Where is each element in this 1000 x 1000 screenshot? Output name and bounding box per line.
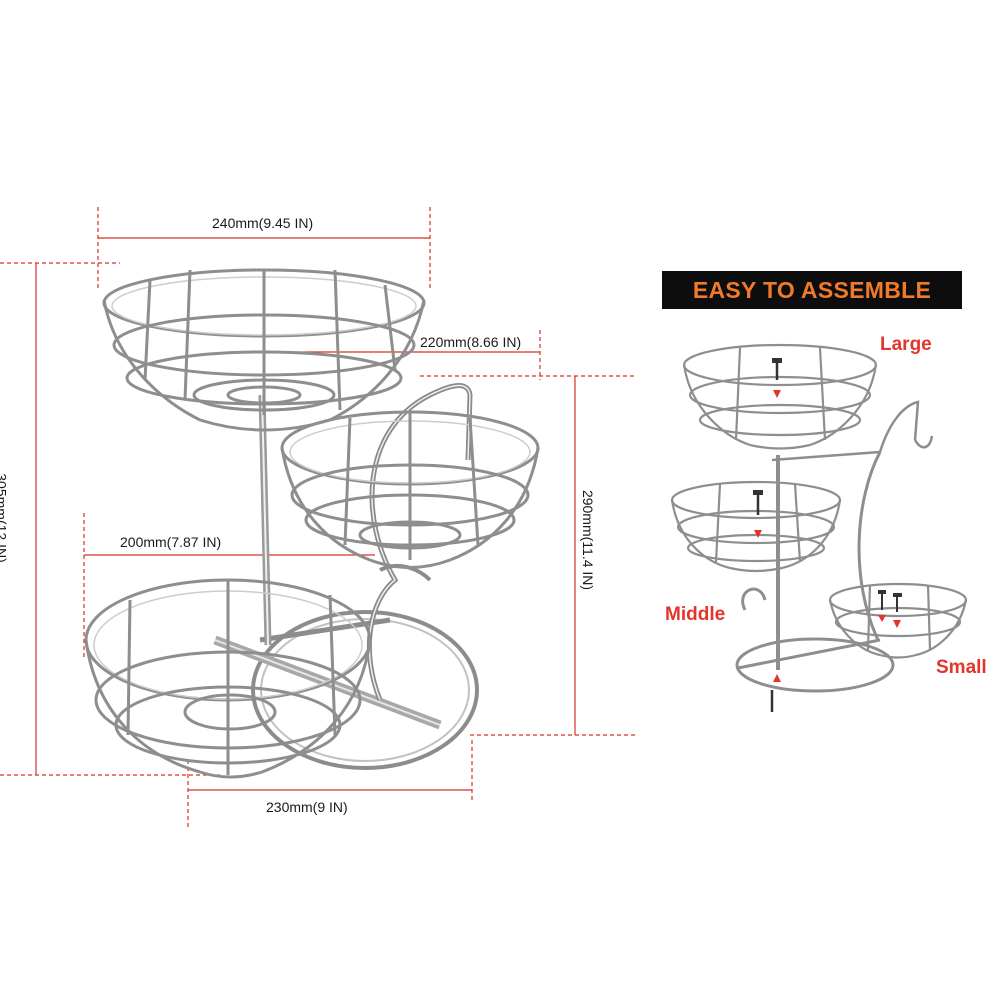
label-large: Large [880, 334, 932, 355]
dim-bottom-width: 200mm(7.87 IN) [118, 534, 224, 550]
arrow-icons [754, 390, 901, 682]
assembly-large-basket [682, 343, 878, 450]
dim-top-width: 240mm(9.45 IN) [210, 215, 316, 231]
base-frame [213, 383, 479, 770]
bottom-basket [84, 578, 372, 779]
dim-total-height: 305mm(12 IN) [0, 471, 10, 565]
middle-basket [280, 410, 540, 569]
assembly-small-basket [828, 582, 968, 659]
dim-base-width: 230mm(9 IN) [264, 799, 350, 815]
assembly-middle-basket [670, 480, 842, 573]
assembly-diagram [670, 343, 968, 712]
label-middle: Middle [665, 604, 726, 625]
dim-hanger-height: 290mm(11.4 IN) [580, 487, 597, 593]
dim-middle-width: 220mm(8.66 IN) [418, 334, 524, 350]
top-basket [102, 268, 426, 432]
dimension-lines [0, 207, 635, 828]
easy-to-assemble-banner: EASY TO ASSEMBLE [662, 271, 962, 309]
screw-icons [753, 358, 902, 612]
label-small: Small [936, 657, 987, 678]
